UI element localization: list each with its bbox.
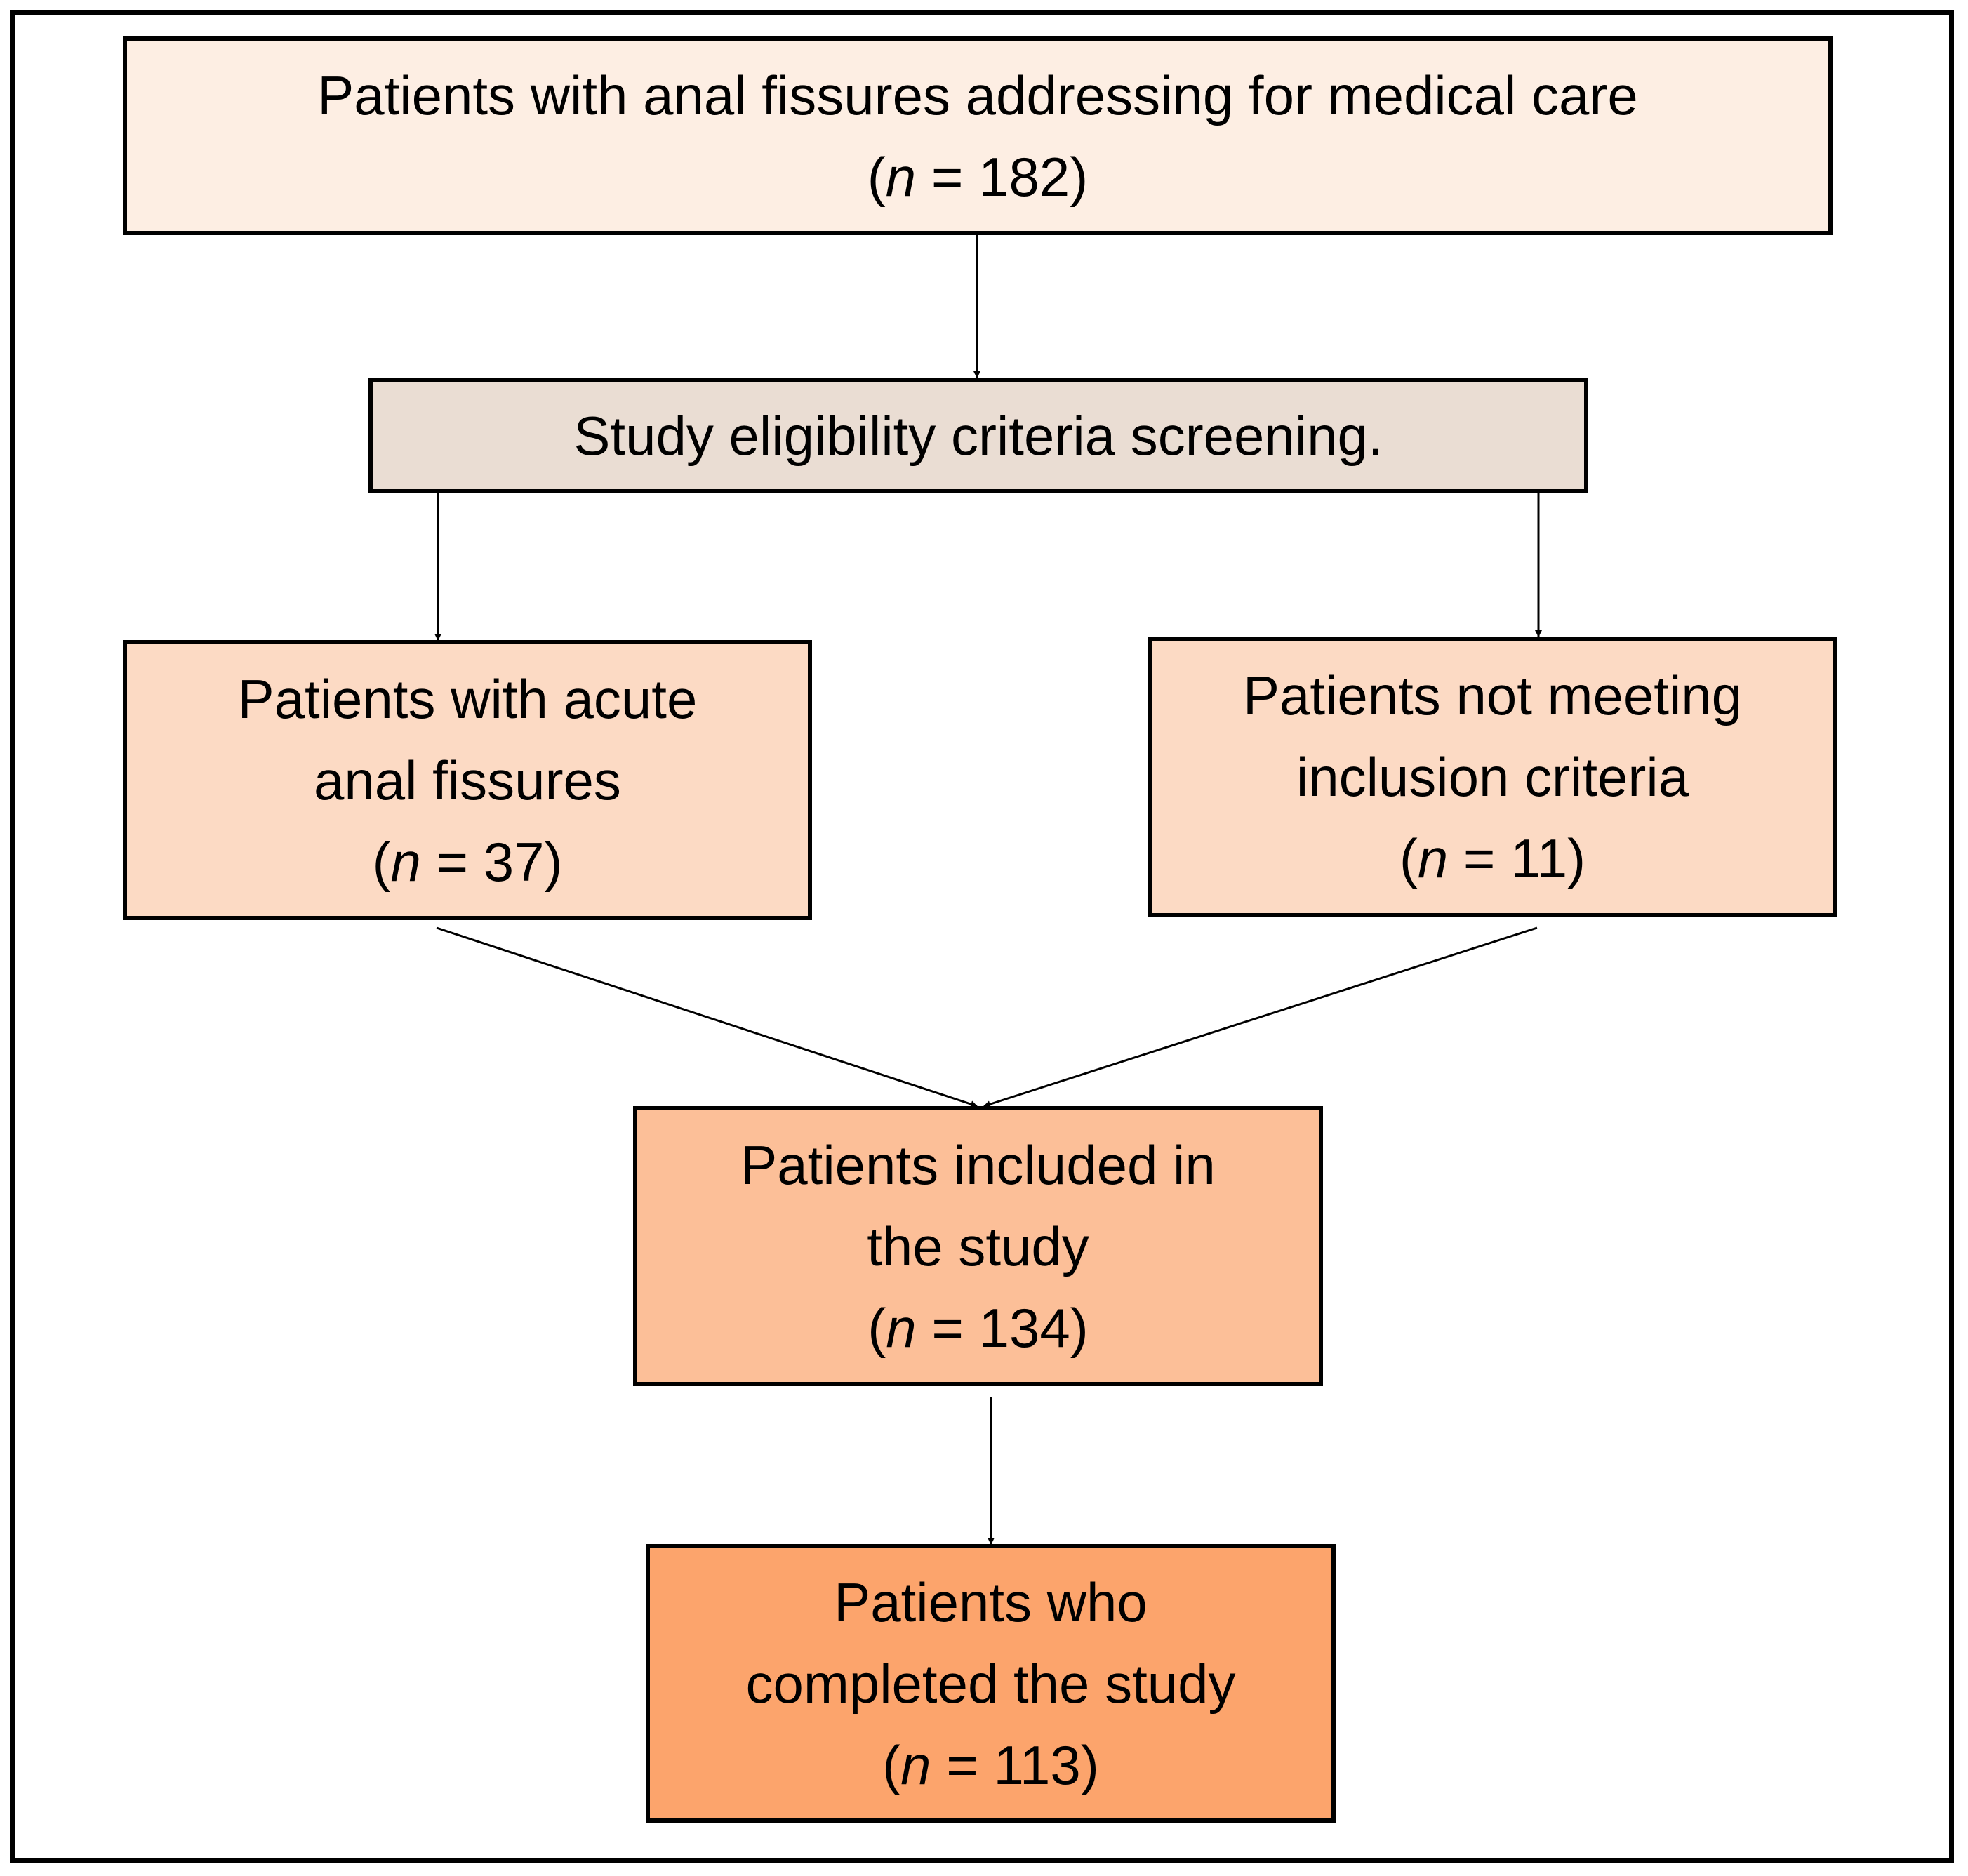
node-count: (n = 37) bbox=[372, 830, 563, 893]
node-label-line: completed the study bbox=[745, 1652, 1236, 1715]
node-count: (n = 113) bbox=[882, 1734, 1099, 1796]
node-label-line: Patients who bbox=[834, 1571, 1148, 1633]
acute-fissures-box: Patients with acute anal fissures (n = 37) bbox=[123, 640, 812, 920]
node-count: (n = 134) bbox=[867, 1296, 1089, 1359]
completed-study-box-text: Patients who completed the study (n = 113) bbox=[745, 1562, 1235, 1806]
node-label-line: Patients included in bbox=[740, 1133, 1216, 1196]
node-label-line: Patients with anal fissures addressing f… bbox=[317, 64, 1638, 126]
eligibility-screening-box: Study eligibility criteria screening. bbox=[368, 378, 1588, 493]
node-count: (n = 182) bbox=[867, 145, 1089, 208]
included-in-study-box: Patients included in the study (n = 134) bbox=[633, 1106, 1323, 1386]
arrow-left-to-incl bbox=[436, 926, 978, 1107]
node-label-line: Patients not meeting bbox=[1242, 665, 1743, 726]
completed-study-box: Patients who completed the study (n = 113) bbox=[646, 1544, 1336, 1823]
node-label-line: anal fissures bbox=[314, 749, 621, 811]
not-meeting-criteria-box: Patients not meeting inclusion criteria (n… bbox=[1148, 637, 1837, 917]
node-count: (n = 11) bbox=[1399, 827, 1586, 889]
acute-fissures-box-text: Patients with acute anal fissures (n = 37) bbox=[238, 658, 698, 903]
arrow-right-to-incl bbox=[983, 926, 1538, 1107]
patients-addressing-box: Patients with anal fissures addressing f… bbox=[123, 36, 1833, 235]
node-label-line: inclusion criteria bbox=[1296, 746, 1689, 808]
not-meeting-criteria-box-text: Patients not meeting inclusion criteria (n… bbox=[1243, 655, 1742, 899]
included-in-study-box-text: Patients included in the study (n = 134) bbox=[740, 1124, 1215, 1369]
node-label-line: Study eligibility criteria screening. bbox=[573, 404, 1383, 467]
node-label-line: Patients with acute bbox=[237, 667, 698, 730]
node-label-line: the study bbox=[867, 1215, 1089, 1277]
eligibility-screening-box-text: Study eligibility criteria screening. bbox=[573, 395, 1383, 477]
patients-addressing-box-text: Patients with anal fissures addressing f… bbox=[317, 55, 1638, 218]
